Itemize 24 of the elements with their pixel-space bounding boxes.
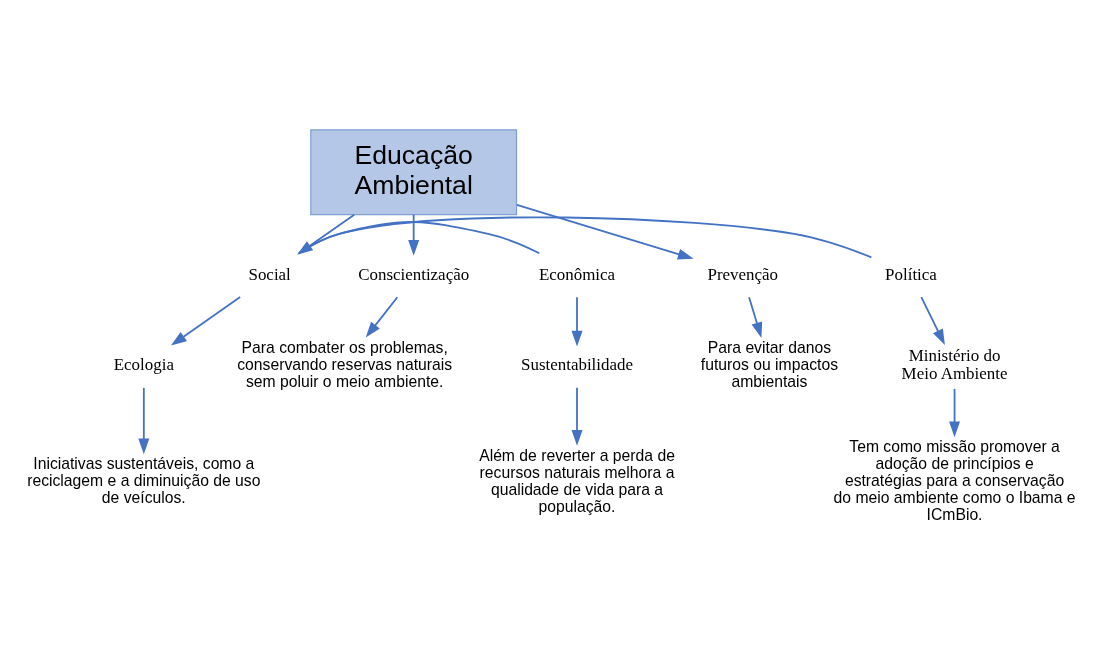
node-text: Sustentabilidade	[521, 355, 633, 375]
node-text: Econômica	[538, 264, 616, 284]
node-box: Educação Ambiental	[310, 129, 518, 216]
node-text: Prevenção	[707, 264, 779, 284]
node-text: Ministério do Meio Ambiente	[901, 346, 1008, 384]
node-text: Tem como missão promover a adoção de princípios e estratégias para a conservação do meio ambiente como o Ibama e ICmBio.	[833, 438, 1076, 523]
arrow	[571, 296, 583, 347]
arrow	[138, 386, 150, 455]
node-text: Para evitar danos futuros ou impactos ambientais	[700, 338, 838, 390]
node-text: Ecologia	[113, 355, 174, 375]
arrow	[408, 213, 420, 256]
arrow	[516, 204, 694, 260]
arrow	[748, 296, 763, 339]
node-text: Conscientização	[358, 264, 470, 284]
node-text: Iniciativas sustentáveis, como a reciclagem e a diminuição de uso de veículos.	[27, 455, 261, 507]
node-text: Além de reverter a perda de recursos naturais melhora a qualidade de vida para a população.	[479, 446, 675, 515]
arrow	[920, 296, 945, 346]
arrow	[571, 386, 583, 446]
arrow	[365, 296, 399, 338]
node-text: Social	[248, 264, 291, 284]
node-text: Política	[885, 264, 937, 284]
node-text: Para combater os problemas, conservando reservas naturais sem poluir o meio ambiente.	[237, 338, 453, 390]
arrow	[949, 388, 961, 438]
arrow	[170, 296, 242, 346]
